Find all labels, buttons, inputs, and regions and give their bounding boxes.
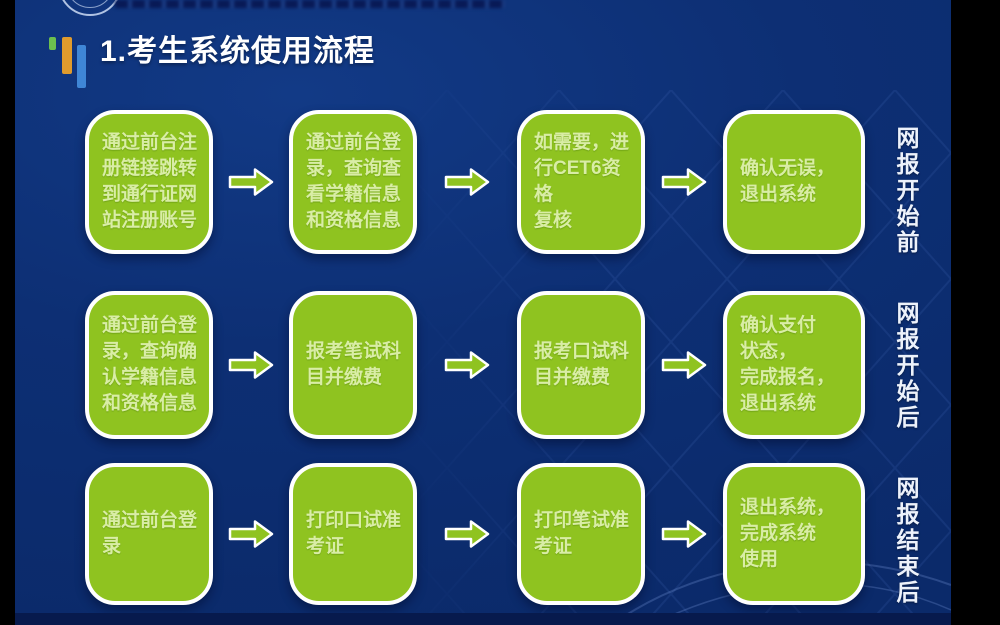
- step-text: 退出系统， 完成系统 使用: [740, 496, 836, 571]
- flow-row-after-registration-ends: 通过前台登 录 打印口试准 考证 打印笔试准 考证: [85, 463, 865, 605]
- right-block-arrow-icon: [661, 351, 707, 379]
- flow-arrow: [213, 291, 289, 439]
- flow-row-before-registration: 通过前台注 册链接跳转 到通行证网 站注册账号 通过前台登 录，查询查 看学籍信…: [85, 110, 865, 254]
- right-block-arrow-icon: [228, 168, 274, 196]
- flow-arrow: [417, 110, 517, 254]
- step-text: 报考笔试科 目并缴费: [306, 340, 402, 388]
- letterbox-left: [0, 0, 15, 625]
- page-title: 1.考生系统使用流程: [100, 35, 376, 68]
- letterbox-right: [951, 0, 1000, 625]
- flow-step-box: 通过前台登 录: [85, 463, 213, 605]
- right-block-arrow-icon: [661, 168, 707, 196]
- step-text: 打印口试准 考证: [306, 509, 402, 557]
- flow-arrow: [645, 463, 723, 605]
- title-tick-green-icon: [49, 37, 56, 50]
- step-text: 通过前台注 册链接跳转 到通行证网 站注册账号: [102, 131, 198, 232]
- title-tick-orange-icon: [62, 37, 72, 74]
- step-text: 报考口试科 目并缴费: [534, 340, 630, 388]
- flow-step-box: 退出系统， 完成系统 使用: [723, 463, 865, 605]
- step-text: 确认支付 状态， 完成报名， 退出系统: [740, 314, 836, 415]
- flow-arrow: [645, 291, 723, 439]
- flow-step-box: 报考笔试科 目并缴费: [289, 291, 417, 439]
- phase-label: 网报开始前: [893, 126, 919, 256]
- flow-step-box: 报考口试科 目并缴费: [517, 291, 645, 439]
- flow-step-box: 通过前台登 录，查询确 认学籍信息 和资格信息: [85, 291, 213, 439]
- flow-arrow: [213, 110, 289, 254]
- step-text: 通过前台登 录: [102, 509, 198, 557]
- right-block-arrow-icon: [661, 520, 707, 548]
- flow-step-box: 打印笔试准 考证: [517, 463, 645, 605]
- flow-arrow: [213, 463, 289, 605]
- step-text: 打印笔试准 考证: [534, 509, 630, 557]
- flow-arrow: [417, 291, 517, 439]
- right-block-arrow-icon: [228, 520, 274, 548]
- right-block-arrow-icon: [444, 520, 490, 548]
- bottom-edge-strip: [15, 613, 951, 625]
- flow-step-box: 通过前台登 录，查询查 看学籍信息 和资格信息: [289, 110, 417, 254]
- flow-step-box: 通过前台注 册链接跳转 到通行证网 站注册账号: [85, 110, 213, 254]
- phase-label: 网报结束后: [893, 476, 919, 606]
- flow-step-box: 如需要，进 行CET6资格 复核: [517, 110, 645, 254]
- phase-label: 网报开始后: [893, 301, 919, 431]
- slide-surface: 1.考生系统使用流程 通过前台注 册链接跳转 到通行证网 站注册账号 通过前台登…: [15, 0, 951, 625]
- step-text: 通过前台登 录，查询确 认学籍信息 和资格信息: [102, 314, 198, 415]
- university-seal-logo: [58, 0, 122, 16]
- flow-step-box: 确认支付 状态， 完成报名， 退出系统: [723, 291, 865, 439]
- right-block-arrow-icon: [444, 168, 490, 196]
- flow-arrow: [645, 110, 723, 254]
- step-text: 确认无误， 退出系统: [740, 157, 836, 205]
- flow-step-box: 确认无误， 退出系统: [723, 110, 865, 254]
- flow-arrow: [417, 463, 517, 605]
- flow-row-after-registration-opens: 通过前台登 录，查询确 认学籍信息 和资格信息 报考笔试科 目并缴费 报考口试科…: [85, 291, 865, 439]
- step-text: 如需要，进 行CET6资格 复核: [534, 131, 630, 232]
- flow-step-box: 打印口试准 考证: [289, 463, 417, 605]
- institution-banner-blurred: [115, 0, 505, 8]
- right-block-arrow-icon: [444, 351, 490, 379]
- step-text: 通过前台登 录，查询查 看学籍信息 和资格信息: [306, 131, 402, 232]
- right-block-arrow-icon: [228, 351, 274, 379]
- title-tick-blue-icon: [77, 45, 86, 88]
